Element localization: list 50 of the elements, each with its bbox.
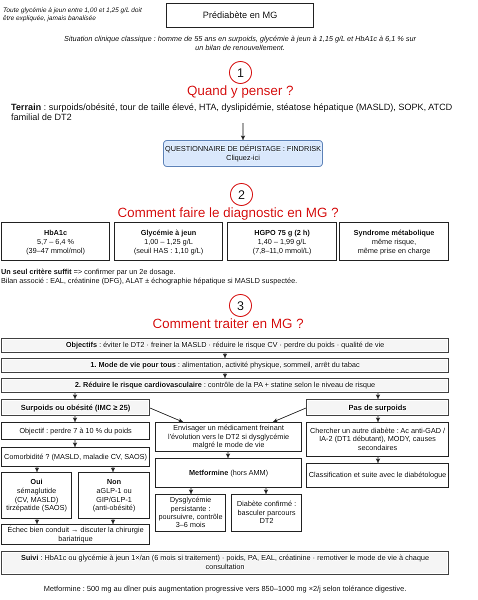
flow-box [306,463,449,488]
title-text: Prédiabète en MG [202,10,278,21]
step-bar [1,358,449,373]
arrow [110,518,116,524]
criterion-box [339,222,449,261]
step-bar [1,378,449,393]
flow-box [1,422,150,440]
flow-box [155,422,302,452]
arrow [222,372,228,378]
arrow [72,416,78,422]
arrow [376,416,380,422]
title-box [166,3,314,28]
arrow [188,488,194,494]
arrow [34,518,40,524]
step-number: 2 [238,188,245,202]
branch-box [306,399,449,416]
arrow [272,408,306,422]
flow-box [1,447,150,467]
step-circle [230,183,253,206]
followup-bar [1,551,449,575]
arrow [72,392,78,400]
arrow [376,392,380,400]
arrow [72,440,78,448]
criterion-box [1,222,110,261]
option-box [1,472,72,519]
arrow [240,122,246,140]
objective-bar [1,338,449,353]
step-circle [229,61,252,84]
section-heading: Quand y penser ? [187,84,294,96]
criterion-box [227,222,337,261]
flow-box [1,524,150,545]
option-box [78,472,150,519]
arrow [110,466,116,472]
arrow [222,352,228,358]
step-circle [229,294,252,317]
arrow [376,456,380,464]
risk-factors-text: Terrain : surpoids/obésité, tour de taille élevé, HTA, dyslipidémie, stéatose hépatique (MASLD), SOPK, ATCD familial de DT2 [11,102,463,123]
section-heading: Comment faire le diagnostic en MG ? [118,206,339,219]
step-number: 3 [237,298,244,312]
arrow [34,466,40,472]
section-heading: Comment traiter en MG ? [152,317,304,330]
step-number: 1 [237,66,244,80]
flow-box [231,494,302,532]
criterion-box [114,222,223,261]
arrow [150,408,184,422]
branch-box [1,399,150,416]
arrow [264,488,268,494]
arrow [226,452,230,458]
questionnaire-box [163,140,323,167]
flow-box [155,458,302,488]
